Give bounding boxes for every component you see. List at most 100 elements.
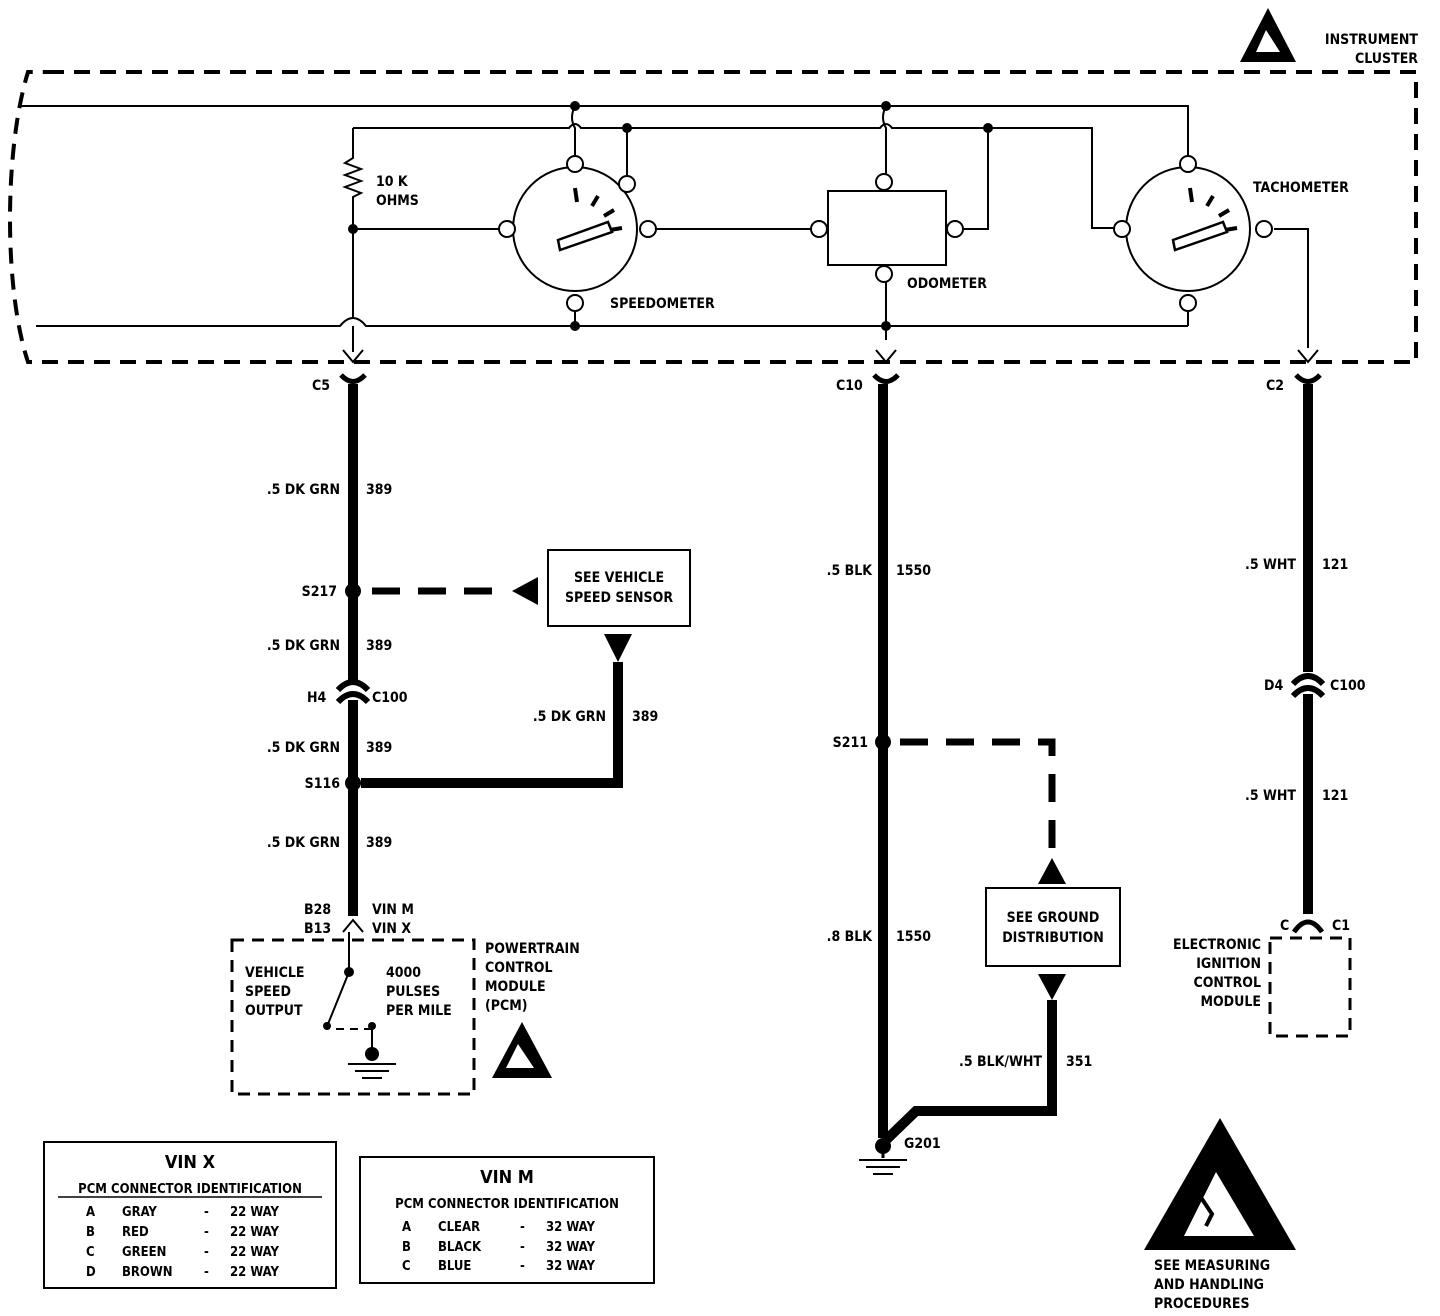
- eicm-label-line3: CONTROL: [1193, 975, 1261, 991]
- wire-label-dkgrn-vss-gauge: .5 DK GRN: [533, 709, 606, 725]
- wire-label-dkgrn-1-gauge: .5 DK GRN: [267, 482, 340, 498]
- wire-label-wht-1-circuit: 121: [1322, 557, 1348, 573]
- connector-c1: C1: [1332, 918, 1350, 934]
- pcm-label-line1: POWERTRAIN: [485, 941, 580, 957]
- svg-text:22 WAY: 22 WAY: [230, 1205, 279, 1220]
- circuit-389: [335, 384, 632, 933]
- svg-text:BLACK: BLACK: [438, 1240, 482, 1255]
- speedometer-gauge-icon: [353, 105, 812, 326]
- vin-m-row: A CLEAR - 32 WAY: [402, 1220, 595, 1235]
- svg-text:RED: RED: [122, 1225, 149, 1240]
- eicm-label-line4: MODULE: [1200, 994, 1261, 1010]
- splice-s116: S116: [305, 776, 341, 792]
- pcm-vso-line3: OUTPUT: [245, 1003, 303, 1019]
- eicm-label-line2: IGNITION: [1196, 956, 1261, 972]
- circuit-121: [1290, 384, 1326, 934]
- svg-text:32 WAY: 32 WAY: [546, 1220, 595, 1235]
- svg-text:C: C: [86, 1245, 95, 1260]
- svg-text:22 WAY: 22 WAY: [230, 1225, 279, 1240]
- pcm-esd-icon: [492, 1022, 552, 1078]
- cluster-title-line2: CLUSTER: [1355, 51, 1418, 67]
- pcm-pulses-line3: PER MILE: [386, 1003, 452, 1019]
- wire-label-dkgrn-vss-circuit: 389: [632, 709, 658, 725]
- vss-reference-box[interactable]: SEE VEHICLE SPEED SENSOR: [547, 549, 691, 627]
- ground-distribution-box[interactable]: SEE GROUND DISTRIBUTION: [985, 887, 1121, 967]
- connector-vin-x: VIN X: [372, 921, 411, 937]
- svg-text:-: -: [520, 1220, 525, 1235]
- tachometer-label: TACHOMETER: [1253, 180, 1349, 196]
- pcm-label-line2: CONTROL: [485, 960, 553, 976]
- cluster-title-line1: INSTRUMENT: [1325, 32, 1418, 48]
- splice-s211: S211: [833, 735, 868, 751]
- pcm-vso-line1: VEHICLE: [245, 965, 304, 981]
- vss-box-line2: SPEED SENSOR: [565, 590, 673, 606]
- wire-label-wht-2-circuit: 121: [1322, 788, 1348, 804]
- tachometer-gauge-icon: [1113, 155, 1309, 348]
- vin-x-row: C GREEN - 22 WAY: [86, 1245, 279, 1260]
- esd-text-line3: PROCEDURES: [1154, 1296, 1250, 1312]
- vss-box-line1: SEE VEHICLE: [574, 570, 664, 586]
- resistor-label-line1: 10 K: [376, 174, 409, 190]
- svg-text:BROWN: BROWN: [122, 1265, 173, 1280]
- resistor-label-line2: OHMS: [376, 193, 419, 209]
- odometer-box-icon: [810, 105, 989, 340]
- wire-label-dkgrn-4-circuit: 389: [366, 835, 392, 851]
- svg-text:GREEN: GREEN: [122, 1245, 166, 1260]
- cluster-connectors: [339, 349, 1322, 384]
- vin-x-row: B RED - 22 WAY: [86, 1225, 279, 1240]
- wire-label-blk-2-gauge: .8 BLK: [827, 929, 874, 945]
- wire-label-dkgrn-2-circuit: 389: [366, 638, 392, 654]
- eicm-module: [1268, 936, 1352, 1038]
- ground-g201-icon: [859, 1146, 907, 1175]
- svg-text:-: -: [204, 1225, 209, 1240]
- vin-x-row: A GRAY - 22 WAY: [86, 1205, 279, 1220]
- svg-text:32 WAY: 32 WAY: [546, 1240, 595, 1255]
- esd-text-line2: AND HANDLING: [1154, 1277, 1264, 1293]
- speedometer-label: SPEEDOMETER: [610, 296, 715, 312]
- vin-x-subtitle: PCM CONNECTOR IDENTIFICATION: [78, 1182, 302, 1197]
- svg-text:32 WAY: 32 WAY: [546, 1259, 595, 1274]
- svg-text:CLEAR: CLEAR: [438, 1220, 480, 1235]
- connector-c100-right: C100: [1330, 678, 1366, 694]
- connector-b28: B28: [304, 902, 331, 918]
- svg-text:D: D: [86, 1265, 96, 1280]
- connector-h4: H4: [307, 690, 327, 706]
- vin-x-title: VIN X: [165, 1152, 216, 1173]
- vin-m-subtitle: PCM CONNECTOR IDENTIFICATION: [395, 1197, 619, 1212]
- pcm-vso-line2: SPEED: [245, 984, 291, 1000]
- svg-text:22 WAY: 22 WAY: [230, 1245, 279, 1260]
- wire-label-wht-2-gauge: .5 WHT: [1245, 788, 1296, 804]
- pcm-pulses-line2: PULSES: [386, 984, 440, 1000]
- vin-x-table: VIN X PCM CONNECTOR IDENTIFICATION A GRA…: [43, 1141, 337, 1289]
- svg-text:BLUE: BLUE: [438, 1259, 471, 1274]
- wire-label-blkwht-circuit: 351: [1066, 1054, 1092, 1070]
- wire-label-dkgrn-4-gauge: .5 DK GRN: [267, 835, 340, 851]
- pcm-pulses-line1: 4000: [386, 965, 421, 981]
- connector-c: C: [1280, 918, 1289, 934]
- esd-handling-icon: [1144, 1118, 1296, 1250]
- vin-x-row: D BROWN - 22 WAY: [86, 1265, 279, 1280]
- connector-c100-left: C100: [372, 690, 408, 706]
- pcm-module: [230, 932, 476, 1096]
- vin-m-row: B BLACK - 32 WAY: [402, 1240, 595, 1255]
- esd-text-line1: SEE MEASURING: [1154, 1258, 1270, 1274]
- instrument-cluster: INSTRUMENT CLUSTER 10 K OHMS: [8, 8, 1418, 364]
- ground-box-line2: DISTRIBUTION: [1002, 930, 1104, 946]
- wire-label-dkgrn-3-gauge: .5 DK GRN: [267, 740, 340, 756]
- vin-m-table: VIN M PCM CONNECTOR IDENTIFICATION A CLE…: [359, 1156, 655, 1284]
- svg-text:B: B: [86, 1225, 95, 1240]
- connector-c2: C2: [1266, 378, 1284, 394]
- svg-text:A: A: [402, 1220, 411, 1235]
- wire-label-blk-2-circuit: 1550: [896, 929, 931, 945]
- svg-text:C: C: [402, 1259, 411, 1274]
- wire-label-blk-1-circuit: 1550: [896, 563, 931, 579]
- eicm-label-line1: ELECTRONIC: [1173, 937, 1261, 953]
- pcm-label-line3: MODULE: [485, 979, 546, 995]
- splice-s217: S217: [302, 584, 337, 600]
- odometer-label: ODOMETER: [907, 276, 987, 292]
- ground-g201: G201: [904, 1136, 941, 1152]
- svg-text:-: -: [204, 1205, 209, 1220]
- connector-c10: C10: [836, 378, 863, 394]
- vin-m-row: C BLUE - 32 WAY: [402, 1259, 595, 1274]
